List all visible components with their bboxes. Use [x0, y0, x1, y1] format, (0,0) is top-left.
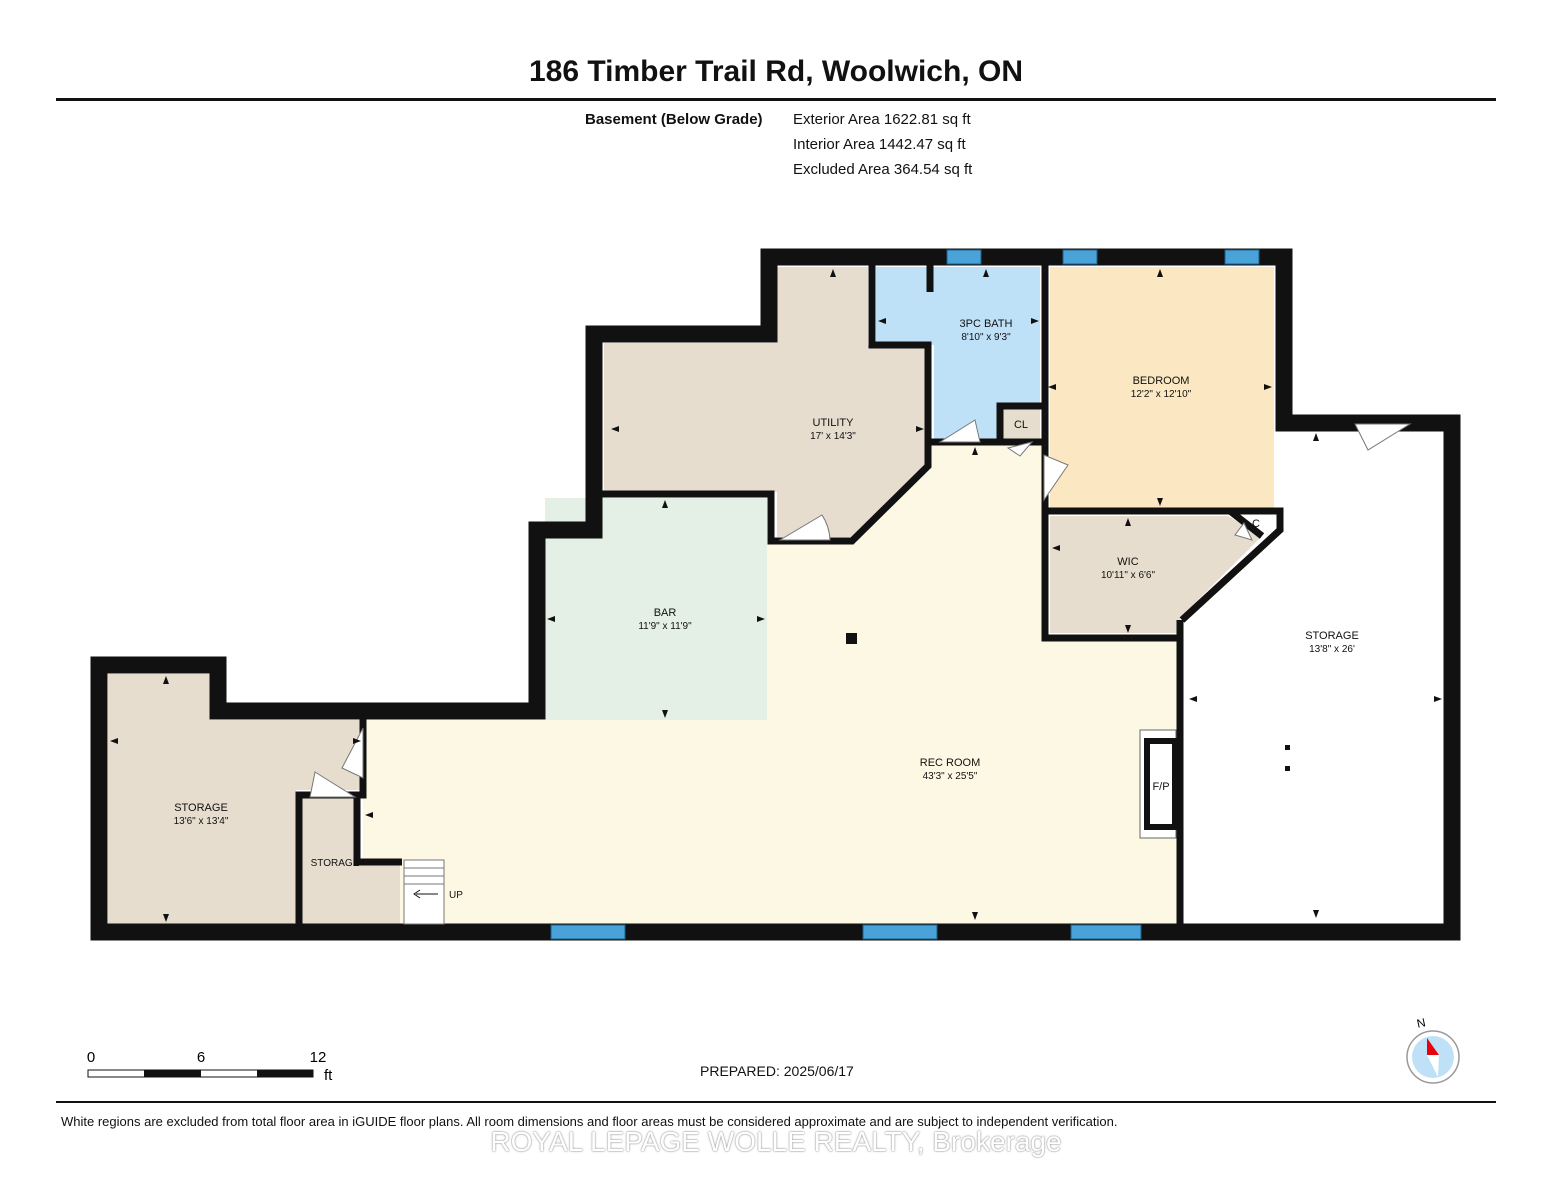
room-storage-small: [302, 797, 400, 924]
disclaimer: White regions are excluded from total fl…: [61, 1114, 1118, 1129]
scale-tick-0: 0: [87, 1049, 95, 1066]
column: [1285, 766, 1290, 771]
room-bath: [876, 267, 1040, 440]
room-utility: [604, 267, 925, 537]
level-label: Basement (Below Grade): [585, 111, 763, 128]
excluded-area: Excluded Area 364.54 sq ft: [793, 161, 973, 178]
room-bedroom: [1050, 267, 1274, 508]
stairs-label: UP: [449, 890, 463, 901]
exterior-wall: [90, 248, 1461, 941]
closet-label: CL: [1014, 419, 1028, 431]
stairs: [403, 859, 445, 925]
utility-dims: 17' x 14'3": [810, 431, 856, 442]
room-rec: [363, 440, 1177, 924]
column: [1285, 745, 1290, 750]
bath-label: 3PC BATH: [960, 318, 1013, 330]
compass-north-label: N: [1415, 1015, 1426, 1030]
storage-small-label: STORAGE: [311, 858, 360, 869]
room-bar: [545, 498, 767, 720]
wic-closet-label: C: [1252, 518, 1260, 530]
fireplace-firebox: [1144, 738, 1178, 830]
page-title: 186 Timber Trail Rd, Woolwich, ON: [528, 55, 1023, 88]
room-closet: [1002, 408, 1040, 440]
bar-dims: 11'9" x 11'9": [638, 621, 692, 632]
scale-bar: [87, 1069, 314, 1078]
fireplace-label: F/P: [1152, 781, 1169, 793]
room-storage-left: [108, 674, 363, 924]
rec-dims: 43'3" x 25'5": [923, 771, 978, 782]
watermark: ROYAL LEPAGE WOLLE REALTY, Brokerage: [490, 1126, 1062, 1157]
windows: [550, 249, 1260, 940]
storage-left-dims: 13'6" x 13'4": [174, 816, 229, 827]
interior-area: Interior Area 1442.47 sq ft: [793, 136, 966, 153]
compass-icon: [1406, 1030, 1460, 1084]
scale-unit: ft: [324, 1067, 333, 1084]
utility-label: UTILITY: [813, 417, 855, 429]
rec-label: REC ROOM: [920, 757, 981, 769]
dimension-arrows: [110, 269, 1442, 922]
bedroom-label: BEDROOM: [1133, 375, 1190, 387]
wic-dims: 10'11" x 6'6": [1101, 570, 1156, 581]
exterior-area: Exterior Area 1622.81 sq ft: [793, 111, 971, 128]
scale-tick-6: 6: [197, 1049, 205, 1066]
storage-left-label: STORAGE: [174, 802, 228, 814]
bath-dims: 8'10" x 9'3": [961, 332, 1011, 343]
header-divider: [56, 98, 1496, 101]
column: [846, 633, 857, 644]
room-wic: [1050, 516, 1262, 633]
footer-divider: [56, 1101, 1496, 1103]
wic-label: WIC: [1117, 556, 1138, 568]
storage-right-dims: 13'8" x 26': [1309, 644, 1355, 655]
prepared-date: PREPARED: 2025/06/17: [700, 1063, 854, 1079]
scale-tick-12: 12: [310, 1049, 327, 1066]
bedroom-dims: 12'2" x 12'10": [1131, 389, 1192, 400]
bar-label: BAR: [654, 607, 677, 619]
storage-right-label: STORAGE: [1305, 630, 1359, 642]
